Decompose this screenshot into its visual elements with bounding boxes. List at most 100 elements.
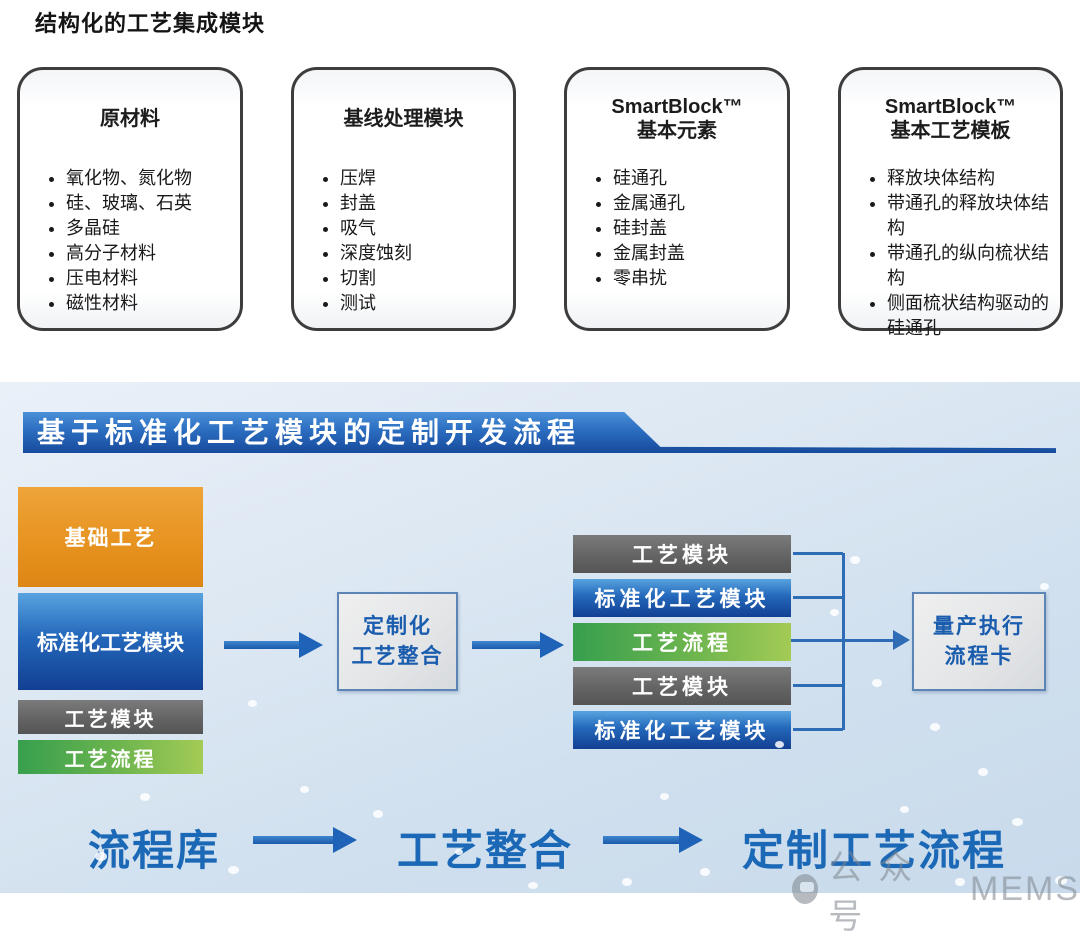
list-item: 深度蚀刻 (340, 241, 503, 266)
arrow-head (333, 827, 357, 853)
section-banner: 基于标准化工艺模块的定制开发流程 (23, 412, 1056, 453)
block-standardized-process-module: 标准化工艺模块 (573, 579, 791, 617)
box-subtitle: 基本工艺模板 (890, 120, 1011, 142)
box-title: SmartBlock™ (611, 96, 743, 118)
custom-development-flow-section: 基于标准化工艺模块的定制开发流程 基础工艺 标准化工艺模块 工艺模块 工艺流程 … (0, 382, 1080, 936)
list-item: 金属通孔 (613, 191, 777, 216)
snow-dot (1055, 876, 1067, 885)
block-standardized-process-module: 标准化工艺模块 (18, 593, 203, 690)
connector-line (793, 552, 843, 555)
raw-materials-box: 原材料 氧化物、氮化物 硅、玻璃、石英 多晶硅 高分子材料 压电材料 磁性材料 (17, 67, 243, 331)
arrow-head (299, 632, 323, 658)
page-title: 结构化的工艺集成模块 (35, 11, 266, 36)
smartblock-templates-box: SmartBlock™ 基本工艺模板 释放块体结构 带通孔的释放块体结构 带通孔… (838, 67, 1063, 338)
connector-line (793, 596, 843, 599)
list-item: 侧面梳状结构驱动的硅通孔 (887, 291, 1049, 341)
list-item: 硅通孔 (613, 166, 777, 191)
arrow-shaft (603, 836, 679, 844)
list-item: 零串扰 (613, 266, 777, 291)
box-title: SmartBlock™ (884, 96, 1017, 118)
snow-dot (900, 806, 909, 813)
list-item: 高分子材料 (66, 241, 230, 266)
snow-dot (775, 741, 784, 748)
list-item: 压电材料 (66, 266, 230, 291)
list-item: 带通孔的纵向梳状结构 (887, 241, 1049, 291)
snow-dot (95, 852, 107, 861)
list-item: 释放块体结构 (887, 166, 1049, 191)
list-item: 金属封盖 (613, 241, 777, 266)
list-item: 硅、玻璃、石英 (66, 191, 230, 216)
box-title: 基线处理模块 (343, 108, 464, 130)
arrow-shaft (224, 641, 299, 649)
box-header: 原材料 (20, 70, 240, 156)
bullet-list: 氧化物、氮化物 硅、玻璃、石英 多晶硅 高分子材料 压电材料 磁性材料 (20, 166, 240, 316)
output-box-line1: 量产执行 (933, 614, 1025, 638)
box-title: 原材料 (100, 108, 160, 130)
watermark-text: 公众号 (828, 849, 929, 936)
snow-dot (300, 786, 309, 793)
arrow-shaft (253, 836, 333, 844)
list-item: 吸气 (340, 216, 503, 241)
arrow-head (679, 827, 703, 853)
arrow-head (893, 630, 910, 650)
watermark-text: MEMS (970, 869, 1080, 908)
list-item: 硅封盖 (613, 216, 777, 241)
snow-dot (955, 878, 965, 886)
snow-dot (1040, 583, 1049, 590)
box-header: SmartBlock™ 基本工艺模板 (841, 70, 1060, 156)
smartblock-elements-box: SmartBlock™ 基本元素 硅通孔 金属通孔 硅封盖 金属封盖 零串扰 (564, 67, 790, 331)
connector-line (793, 684, 843, 687)
custom-integration-box: 定制化 工艺整合 (337, 592, 458, 691)
connector-line (793, 728, 843, 731)
flow-step-library: 流程库 (88, 827, 221, 874)
bullet-list: 压焊 封盖 吸气 深度蚀刻 切割 测试 (294, 166, 513, 316)
flow-step-integration: 工艺整合 (397, 827, 574, 874)
block-process-module: 工艺模块 (573, 667, 791, 705)
snow-dot (830, 609, 839, 616)
integration-box-line2: 工艺整合 (351, 644, 444, 668)
block-process-flow: 工艺流程 (18, 740, 203, 774)
baseline-modules-box: 基线处理模块 压焊 封盖 吸气 深度蚀刻 切割 测试 (291, 67, 516, 331)
block-process-module: 工艺模块 (18, 700, 203, 734)
list-item: 磁性材料 (66, 291, 230, 316)
snow-dot (528, 882, 538, 889)
snow-dot (373, 810, 383, 818)
snow-dot (930, 723, 940, 731)
list-item: 带通孔的释放块体结构 (887, 191, 1049, 241)
bullet-list: 释放块体结构 带通孔的释放块体结构 带通孔的纵向梳状结构 侧面梳状结构驱动的硅通… (841, 166, 1060, 341)
connector-line (791, 639, 895, 642)
snow-dot (455, 849, 463, 855)
snow-dot (660, 793, 669, 800)
block-process-module: 工艺模块 (573, 535, 791, 573)
list-item: 多晶硅 (66, 216, 230, 241)
box-header: SmartBlock™ 基本元素 (567, 70, 787, 156)
section-banner-title: 基于标准化工艺模块的定制开发流程 (37, 417, 582, 448)
output-box-line2: 流程卡 (944, 644, 1014, 668)
integration-box-line1: 定制化 (363, 614, 432, 638)
box-header: 基线处理模块 (294, 70, 513, 156)
snow-dot (978, 768, 988, 776)
list-item: 切割 (340, 266, 503, 291)
snow-dot (228, 866, 239, 874)
watermark: 公众号 MEMS (792, 840, 1080, 938)
list-item: 氧化物、氮化物 (66, 166, 230, 191)
snow-dot (248, 700, 257, 707)
block-basic-process: 基础工艺 (18, 487, 203, 587)
watermark-logo-icon (792, 874, 819, 904)
list-item: 压焊 (340, 166, 503, 191)
snow-dot (850, 556, 860, 564)
arrow-shaft (472, 641, 540, 649)
snow-dot (622, 878, 632, 886)
snow-dot (872, 679, 882, 687)
arrow-head (540, 632, 564, 658)
box-subtitle: 基本元素 (637, 120, 717, 142)
production-card-box: 量产执行 流程卡 (912, 592, 1046, 691)
snow-dot (1012, 818, 1023, 826)
snow-dot (700, 868, 710, 876)
snow-dot (140, 793, 150, 801)
block-standardized-process-module: 标准化工艺模块 (573, 711, 791, 749)
block-process-flow: 工艺流程 (573, 623, 791, 661)
list-item: 封盖 (340, 191, 503, 216)
list-item: 测试 (340, 291, 503, 316)
bullet-list: 硅通孔 金属通孔 硅封盖 金属封盖 零串扰 (567, 166, 787, 291)
